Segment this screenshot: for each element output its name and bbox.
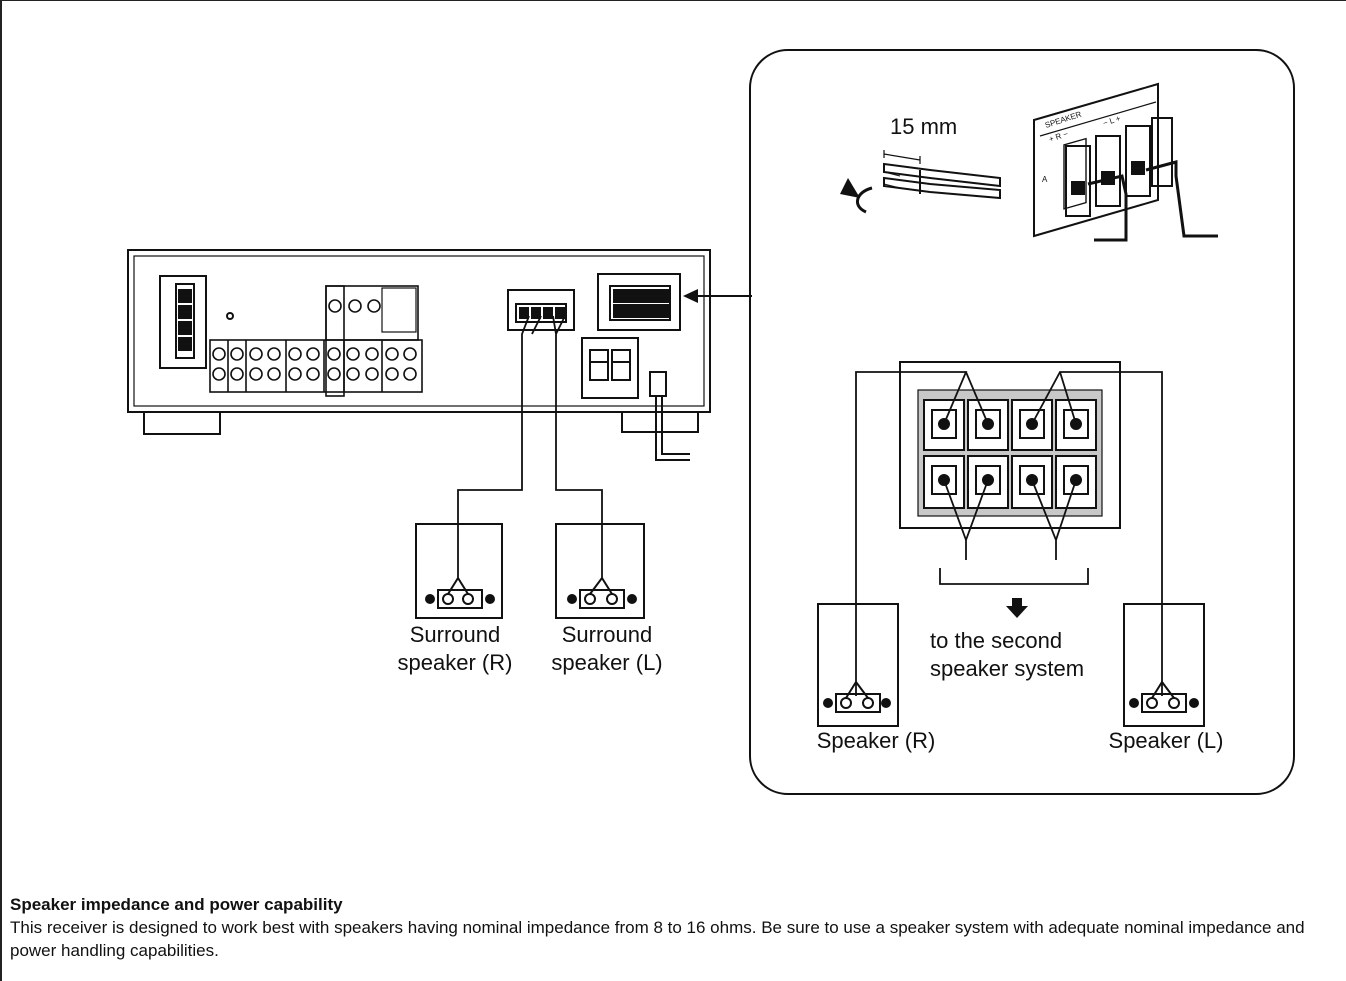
ac-outlets — [581, 337, 639, 399]
main-speaker-terminal — [597, 273, 681, 331]
surround-l-label-line1: Surround — [562, 622, 653, 647]
surround-speaker-r — [415, 523, 503, 619]
inset-pointer-arrow — [683, 289, 752, 303]
power-cord — [649, 371, 690, 461]
terminal-polarity-r-label: + R − — [1048, 129, 1070, 144]
surround-speaker-l — [555, 523, 645, 619]
terminal-heading-label: SPEAKER — [1044, 110, 1083, 130]
terminal-closeup — [1033, 82, 1218, 242]
surround-speaker-terminal — [507, 289, 575, 331]
stripped-wire-illustration — [840, 150, 1001, 214]
terminal-block-wires — [855, 371, 1163, 696]
main-speaker-l — [1123, 603, 1205, 727]
down-arrow-icon — [1006, 598, 1028, 618]
note-title: Speaker impedance and power capability — [10, 895, 343, 914]
second-system-label-line1: to the second — [930, 628, 1062, 653]
main-speaker-r — [817, 603, 899, 727]
terminal-row-label: A — [1042, 175, 1048, 184]
terminal-polarity-l-label: − L + — [1102, 114, 1122, 128]
note-body: This receiver is designed to work best w… — [10, 918, 1305, 960]
speaker-l-label: Speaker (L) — [1109, 728, 1224, 753]
speaker-r-label: Speaker (R) — [817, 728, 936, 753]
surround-r-label-line1: Surround — [410, 622, 501, 647]
speaker-connection-diagram: SPEAKER + R − − L + A — [127, 49, 1295, 795]
second-system-label-line2: speaker system — [930, 656, 1084, 681]
impedance-note: Speaker impedance and power capability T… — [10, 893, 1340, 962]
surround-wires — [457, 315, 603, 578]
strip-length-label: 15 mm — [890, 114, 957, 139]
surround-r-label-line2: speaker (R) — [398, 650, 513, 675]
detail-inset-panel — [749, 49, 1295, 795]
surround-l-label-line2: speaker (L) — [551, 650, 662, 675]
receiver-rear-panel — [127, 249, 711, 435]
rca-input-jacks — [209, 285, 423, 397]
speaker-terminal-block — [899, 361, 1121, 529]
